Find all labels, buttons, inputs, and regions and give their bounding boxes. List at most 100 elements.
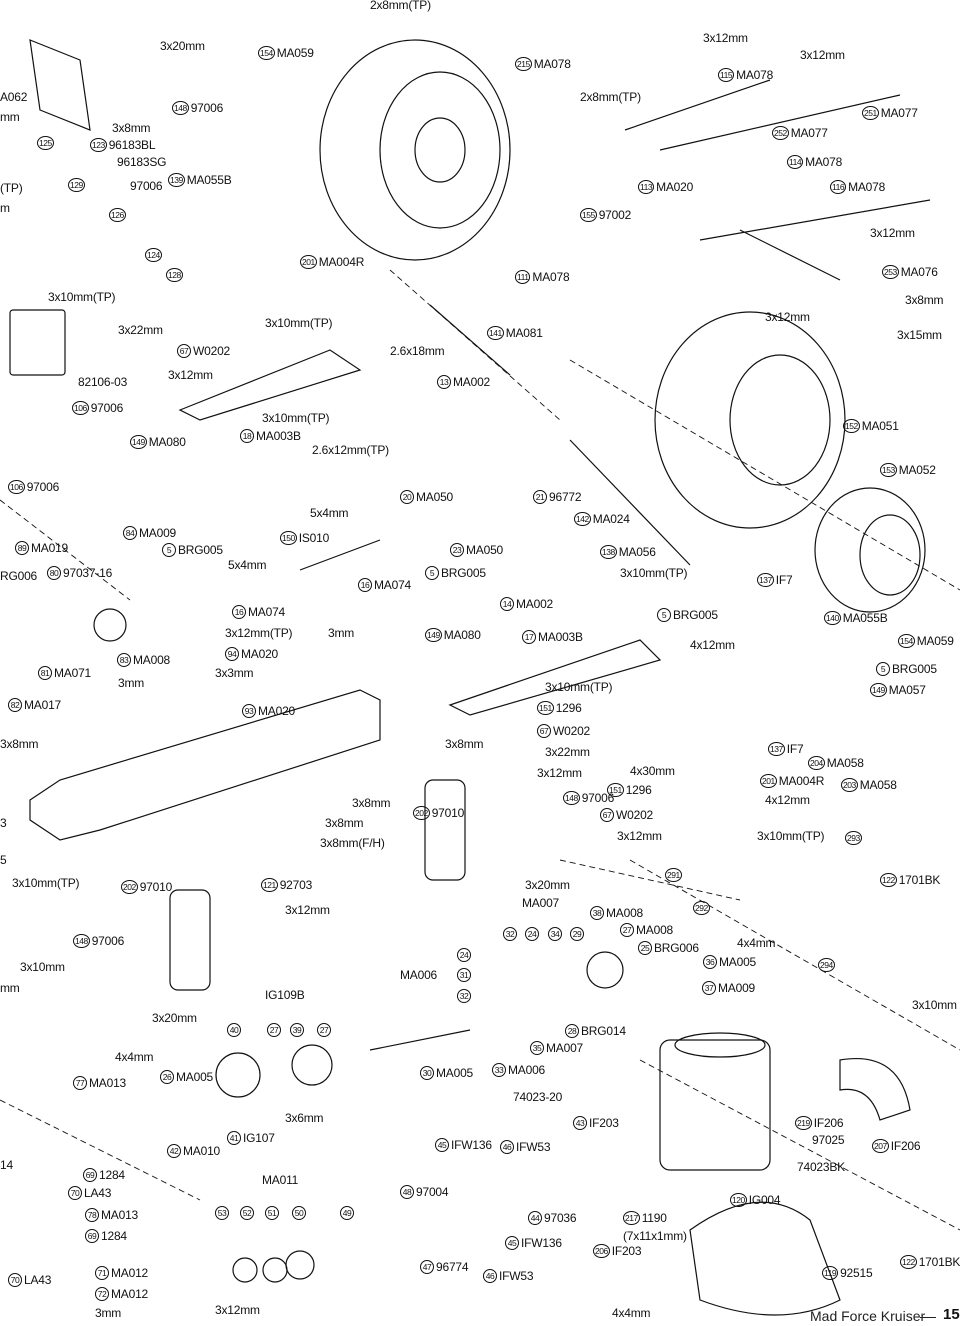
part-code: 82106-03 (78, 375, 128, 389)
part-code: 4x4mm (612, 1306, 651, 1320)
part-number-badge: 84 (123, 526, 137, 540)
part-code: MA074 (248, 605, 286, 619)
part-code: MA050 (466, 543, 504, 557)
part-code: 3mm (118, 676, 145, 690)
part-number-badge: 45 (505, 1236, 519, 1250)
part-code: MA080 (148, 435, 186, 449)
part-code: MA017 (24, 698, 62, 712)
part-code: 3x8mm(F/H) (320, 836, 385, 850)
part-code: 97006 (130, 179, 163, 193)
rear-tire (654, 311, 846, 529)
part-number-badge: 34 (548, 927, 562, 941)
part-label: 3x15mm (897, 328, 942, 342)
part-number-badge: 82 (8, 698, 22, 712)
part-number-badge: 141 (487, 326, 504, 340)
part-code: W0202 (193, 344, 231, 358)
part-code: 3x20mm (152, 1011, 197, 1025)
part-number-badge: 28 (565, 1024, 579, 1038)
part-code: 3x8mm (352, 796, 391, 810)
part-number-badge: 71 (95, 1266, 109, 1280)
part-code: RG006 (0, 569, 38, 583)
part-number-badge: 150 (280, 531, 297, 545)
part-code: MA071 (54, 666, 92, 680)
part-label: 50 (292, 1206, 306, 1220)
part-code: 3x10mm(TP) (757, 829, 825, 843)
part-label: mm (0, 981, 20, 995)
engine (659, 1032, 771, 1171)
part-code: MA005 (436, 1066, 474, 1080)
part-code: MA024 (592, 512, 630, 526)
part-number-badge: 37 (702, 981, 716, 995)
part-label: 4x4mm (612, 1306, 651, 1320)
part-code: 3x12mm (703, 31, 748, 45)
part-label: 29 (570, 927, 584, 941)
part-number-badge: 114 (787, 155, 804, 169)
part-number-badge: 27 (267, 1023, 281, 1037)
part-number-badge: 69 (85, 1229, 99, 1243)
part-label: 31 (457, 968, 471, 982)
part-number-badge: 14 (500, 597, 514, 611)
part-code: (7x11x1mm) (623, 1229, 687, 1243)
part-number-badge: 293 (845, 831, 862, 845)
part-number-badge: 219 (795, 1116, 812, 1130)
part-label: 52 (240, 1206, 254, 1220)
part-label: 3x12mm (537, 766, 582, 780)
part-number-badge: 294 (818, 958, 835, 972)
part-code: 3x6mm (285, 1111, 324, 1125)
servo (9, 309, 66, 376)
part-code: IF206 (890, 1139, 921, 1153)
part-number-badge: 202 (413, 806, 430, 820)
part-label: 3x6mm (285, 1111, 324, 1125)
part-code: 97006 (581, 791, 615, 805)
part-number-badge: 142 (574, 512, 591, 526)
part-code: MA080 (443, 628, 481, 642)
chassis-plate (29, 689, 381, 841)
part-number-badge: 155 (580, 208, 597, 222)
part-code: 2x8mm(TP) (370, 0, 431, 12)
part-code: LA43 (84, 1186, 112, 1200)
part-label: 3x20mm (525, 878, 570, 892)
part-code: MA055B (186, 173, 232, 187)
part-number-badge: 148 (73, 934, 90, 948)
part-code: 3x20mm (160, 39, 205, 53)
part-number-badge: 125 (37, 136, 54, 150)
part-code: 2.6x12mm(TP) (312, 443, 389, 457)
part-code: 97037-16 (63, 566, 113, 580)
part-label: 51 (265, 1206, 279, 1220)
part-label: 293 (845, 831, 862, 845)
part-number-badge: 80 (47, 566, 61, 580)
part-code: 4x4mm (737, 936, 776, 950)
part-number-badge: 25 (638, 941, 652, 955)
part-number-badge: 39 (290, 1023, 304, 1037)
drive-shafts (299, 304, 691, 1051)
part-code: 3x12mm(TP) (225, 626, 293, 640)
part-number-badge: 203 (841, 778, 858, 792)
part-number-badge: 5 (657, 608, 671, 622)
part-code: 1701BK (918, 1255, 960, 1269)
part-label: m (0, 201, 10, 215)
part-code: IFW136 (521, 1236, 562, 1250)
part-number-badge: 32 (503, 927, 517, 941)
part-code: 3x10mm(TP) (262, 411, 330, 425)
part-number-badge: 17 (522, 630, 536, 644)
part-code: 97002 (598, 208, 632, 222)
